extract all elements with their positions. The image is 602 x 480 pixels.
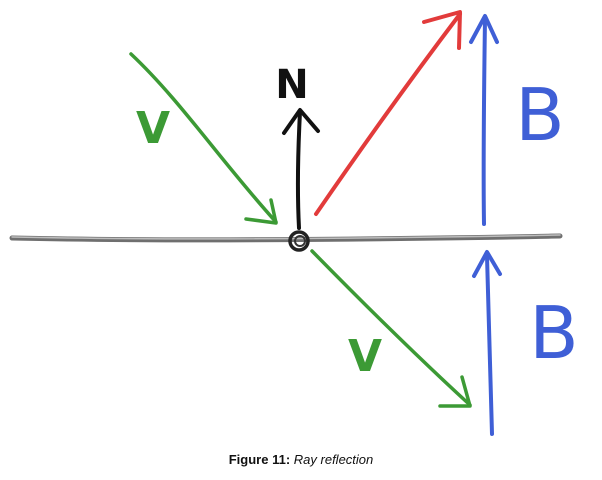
incident-ray-upper <box>129 52 278 225</box>
label-b-upper: B <box>515 73 564 157</box>
label-v-lower: V <box>348 331 382 382</box>
incident-ray-lower <box>310 249 472 408</box>
reflected-ray <box>314 10 462 216</box>
vector-b-upper <box>469 14 499 226</box>
surface-line <box>9 233 563 243</box>
point-o-inner <box>294 235 306 247</box>
figure-caption: Figure 11: Ray reflection <box>0 452 602 467</box>
caption-label: Figure 11: <box>228 452 291 467</box>
label-n: N <box>275 62 308 108</box>
vector-b-lower-arrowhead <box>472 250 502 278</box>
normal-arrowhead <box>282 108 320 135</box>
label-b-lower: B <box>529 291 578 375</box>
reflected-ray-arrowhead <box>422 10 462 50</box>
ray-reflection-diagram: N V V B B <box>9 10 579 436</box>
normal-vector <box>282 108 320 230</box>
incident-ray-lower-arrowhead <box>438 375 472 408</box>
caption-text: Ray reflection <box>293 452 374 467</box>
vector-b-lower <box>472 250 502 436</box>
vector-b-upper-arrowhead <box>469 14 499 44</box>
incident-ray-upper-arrowhead <box>244 198 278 225</box>
point-o <box>288 230 310 252</box>
label-v-upper: V <box>136 103 170 154</box>
surface-line-highlight <box>11 234 561 240</box>
